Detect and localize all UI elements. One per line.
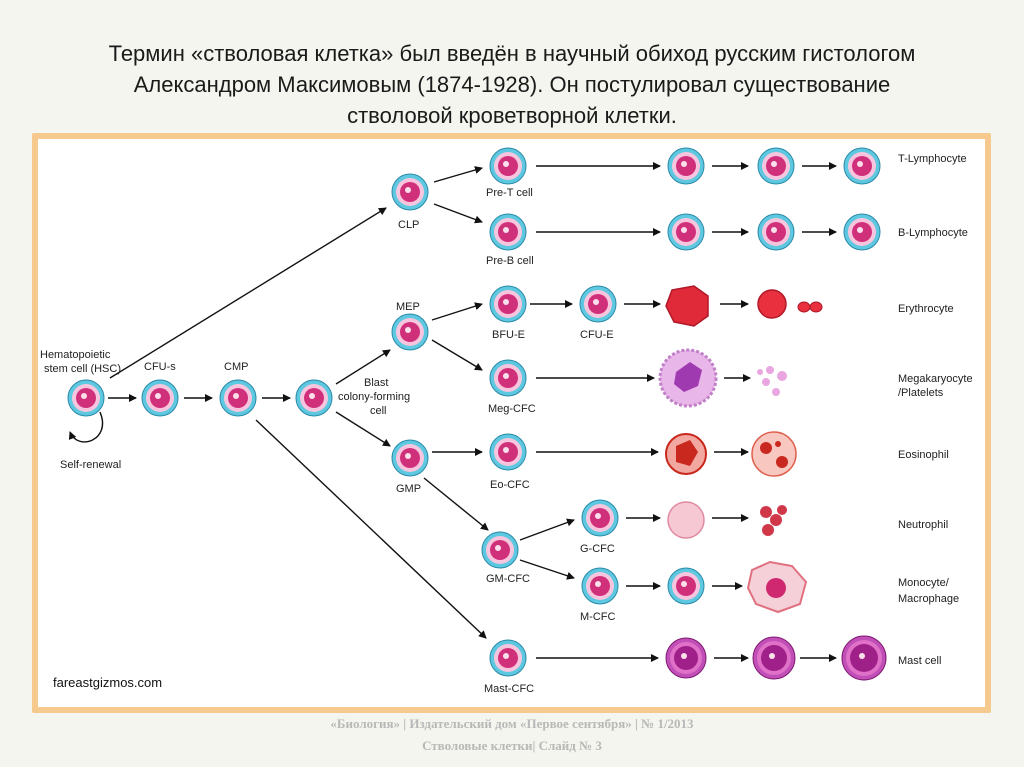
arrow-cmp-mast bbox=[255, 419, 487, 639]
source-watermark: fareastgizmos.com bbox=[53, 675, 163, 690]
cfus-cell bbox=[141, 379, 179, 417]
arrow-gmcfc-mcfc bbox=[519, 559, 575, 580]
t-lymphocyte-cell bbox=[843, 147, 881, 185]
t-cell-1 bbox=[667, 147, 705, 185]
arrows-layer bbox=[68, 162, 837, 662]
neutrophil-cell bbox=[667, 500, 794, 540]
mep-cell bbox=[391, 313, 429, 351]
m-cell-1 bbox=[667, 567, 705, 605]
arrow-hsc-clp bbox=[109, 207, 387, 379]
label-eocfc: Eo-CFC bbox=[490, 479, 530, 491]
eosinophil-cell bbox=[665, 431, 797, 477]
arrow-clp-preb bbox=[433, 203, 483, 224]
label-megcfc: Meg-CFC bbox=[488, 403, 536, 415]
label-preb: Pre-B cell bbox=[486, 255, 534, 267]
eocfc-cell bbox=[489, 433, 527, 471]
label-mep: MEP bbox=[396, 301, 420, 313]
b-lymphocyte-cell bbox=[843, 213, 881, 251]
footer-line-2: Стволовые клетки| Слайд № 3 bbox=[422, 738, 602, 753]
label-hsc-2: stem cell (HSC) bbox=[44, 363, 121, 375]
label-gmcfc: GM-CFC bbox=[486, 573, 530, 585]
label-self-renewal: Self-renewal bbox=[60, 459, 121, 471]
label-eosinophil: Eosinophil bbox=[898, 449, 949, 461]
label-neutrophil: Neutrophil bbox=[898, 519, 948, 531]
gmcfc-cell bbox=[481, 531, 519, 569]
label-blast-3: cell bbox=[370, 405, 387, 417]
clp-cell bbox=[391, 173, 429, 211]
label-blast-1: Blast bbox=[364, 377, 388, 389]
title-line-3: стволовой кроветворной клетки. bbox=[347, 103, 677, 128]
preb-cell bbox=[489, 213, 527, 251]
arrow-blast-gmp bbox=[335, 411, 391, 447]
erythrocyte-cell bbox=[665, 285, 823, 327]
arrow-gmcfc-gcfc bbox=[519, 518, 575, 541]
mast-cell-3 bbox=[841, 635, 887, 681]
megakaryocyte-cell bbox=[658, 348, 787, 408]
slide-title: Термин «стволовая клетка» был введён в н… bbox=[20, 38, 1004, 131]
blast-cell bbox=[295, 379, 333, 417]
label-clp: CLP bbox=[398, 219, 419, 231]
label-cfus: CFU-s bbox=[144, 361, 176, 373]
label-mega-1: Megakaryocyte bbox=[898, 373, 973, 385]
pret-cell bbox=[489, 147, 527, 185]
arrow-clp-pret bbox=[433, 166, 483, 183]
label-mono-2: Macrophage bbox=[898, 593, 959, 605]
b-cell-2 bbox=[757, 213, 795, 251]
label-blast-2: colony-forming bbox=[338, 391, 410, 403]
label-gcfc: G-CFC bbox=[580, 543, 615, 555]
label-erythrocyte: Erythrocyte bbox=[898, 303, 954, 315]
label-blymph: B-Lymphocyte bbox=[898, 227, 968, 239]
label-mcfc: M-CFC bbox=[580, 611, 615, 623]
arrow-mep-bfue bbox=[431, 302, 483, 321]
title-line-1: Термин «стволовая клетка» был введён в н… bbox=[108, 41, 916, 66]
label-bfue: BFU-E bbox=[492, 329, 525, 341]
title-line-2: Александром Максимовым (1874-1928). Он п… bbox=[133, 72, 891, 97]
arrow-mep-megcfc bbox=[431, 339, 483, 371]
arrow-gmp-gmcfc bbox=[423, 477, 489, 531]
hsc-cell bbox=[67, 379, 105, 417]
gmp-cell bbox=[391, 439, 429, 477]
label-mono-1: Monocyte/ bbox=[898, 577, 950, 589]
label-cfue: CFU-E bbox=[580, 329, 614, 341]
label-cmp: CMP bbox=[224, 361, 248, 373]
label-gmp: GMP bbox=[396, 483, 421, 495]
cmp-cell bbox=[219, 379, 257, 417]
arrow-blast-mep bbox=[335, 349, 391, 385]
mastcfc-cell bbox=[489, 639, 527, 677]
megcfc-cell bbox=[489, 359, 527, 397]
label-mega-2: /Platelets bbox=[898, 387, 944, 399]
footer-line-1: «Биология» | Издательский дом «Первое се… bbox=[330, 716, 694, 731]
label-mastcfc: Mast-CFC bbox=[484, 683, 534, 695]
label-pret: Pre-T cell bbox=[486, 187, 533, 199]
bfue-cell bbox=[489, 285, 527, 323]
mast-cell-2 bbox=[752, 636, 796, 680]
macrophage-cell bbox=[746, 560, 808, 614]
mcfc-cell bbox=[581, 567, 619, 605]
self-renewal-arrow bbox=[68, 411, 103, 443]
label-tlymph: T-Lymphocyte bbox=[898, 153, 967, 165]
mast-cell-1 bbox=[665, 637, 707, 679]
gcfc-cell bbox=[581, 499, 619, 537]
b-cell-1 bbox=[667, 213, 705, 251]
cells-layer bbox=[67, 147, 887, 681]
t-cell-2 bbox=[757, 147, 795, 185]
label-mastcell: Mast cell bbox=[898, 655, 941, 667]
cfue-cell bbox=[579, 285, 617, 323]
label-hsc-1: Hematopoietic bbox=[40, 349, 111, 361]
